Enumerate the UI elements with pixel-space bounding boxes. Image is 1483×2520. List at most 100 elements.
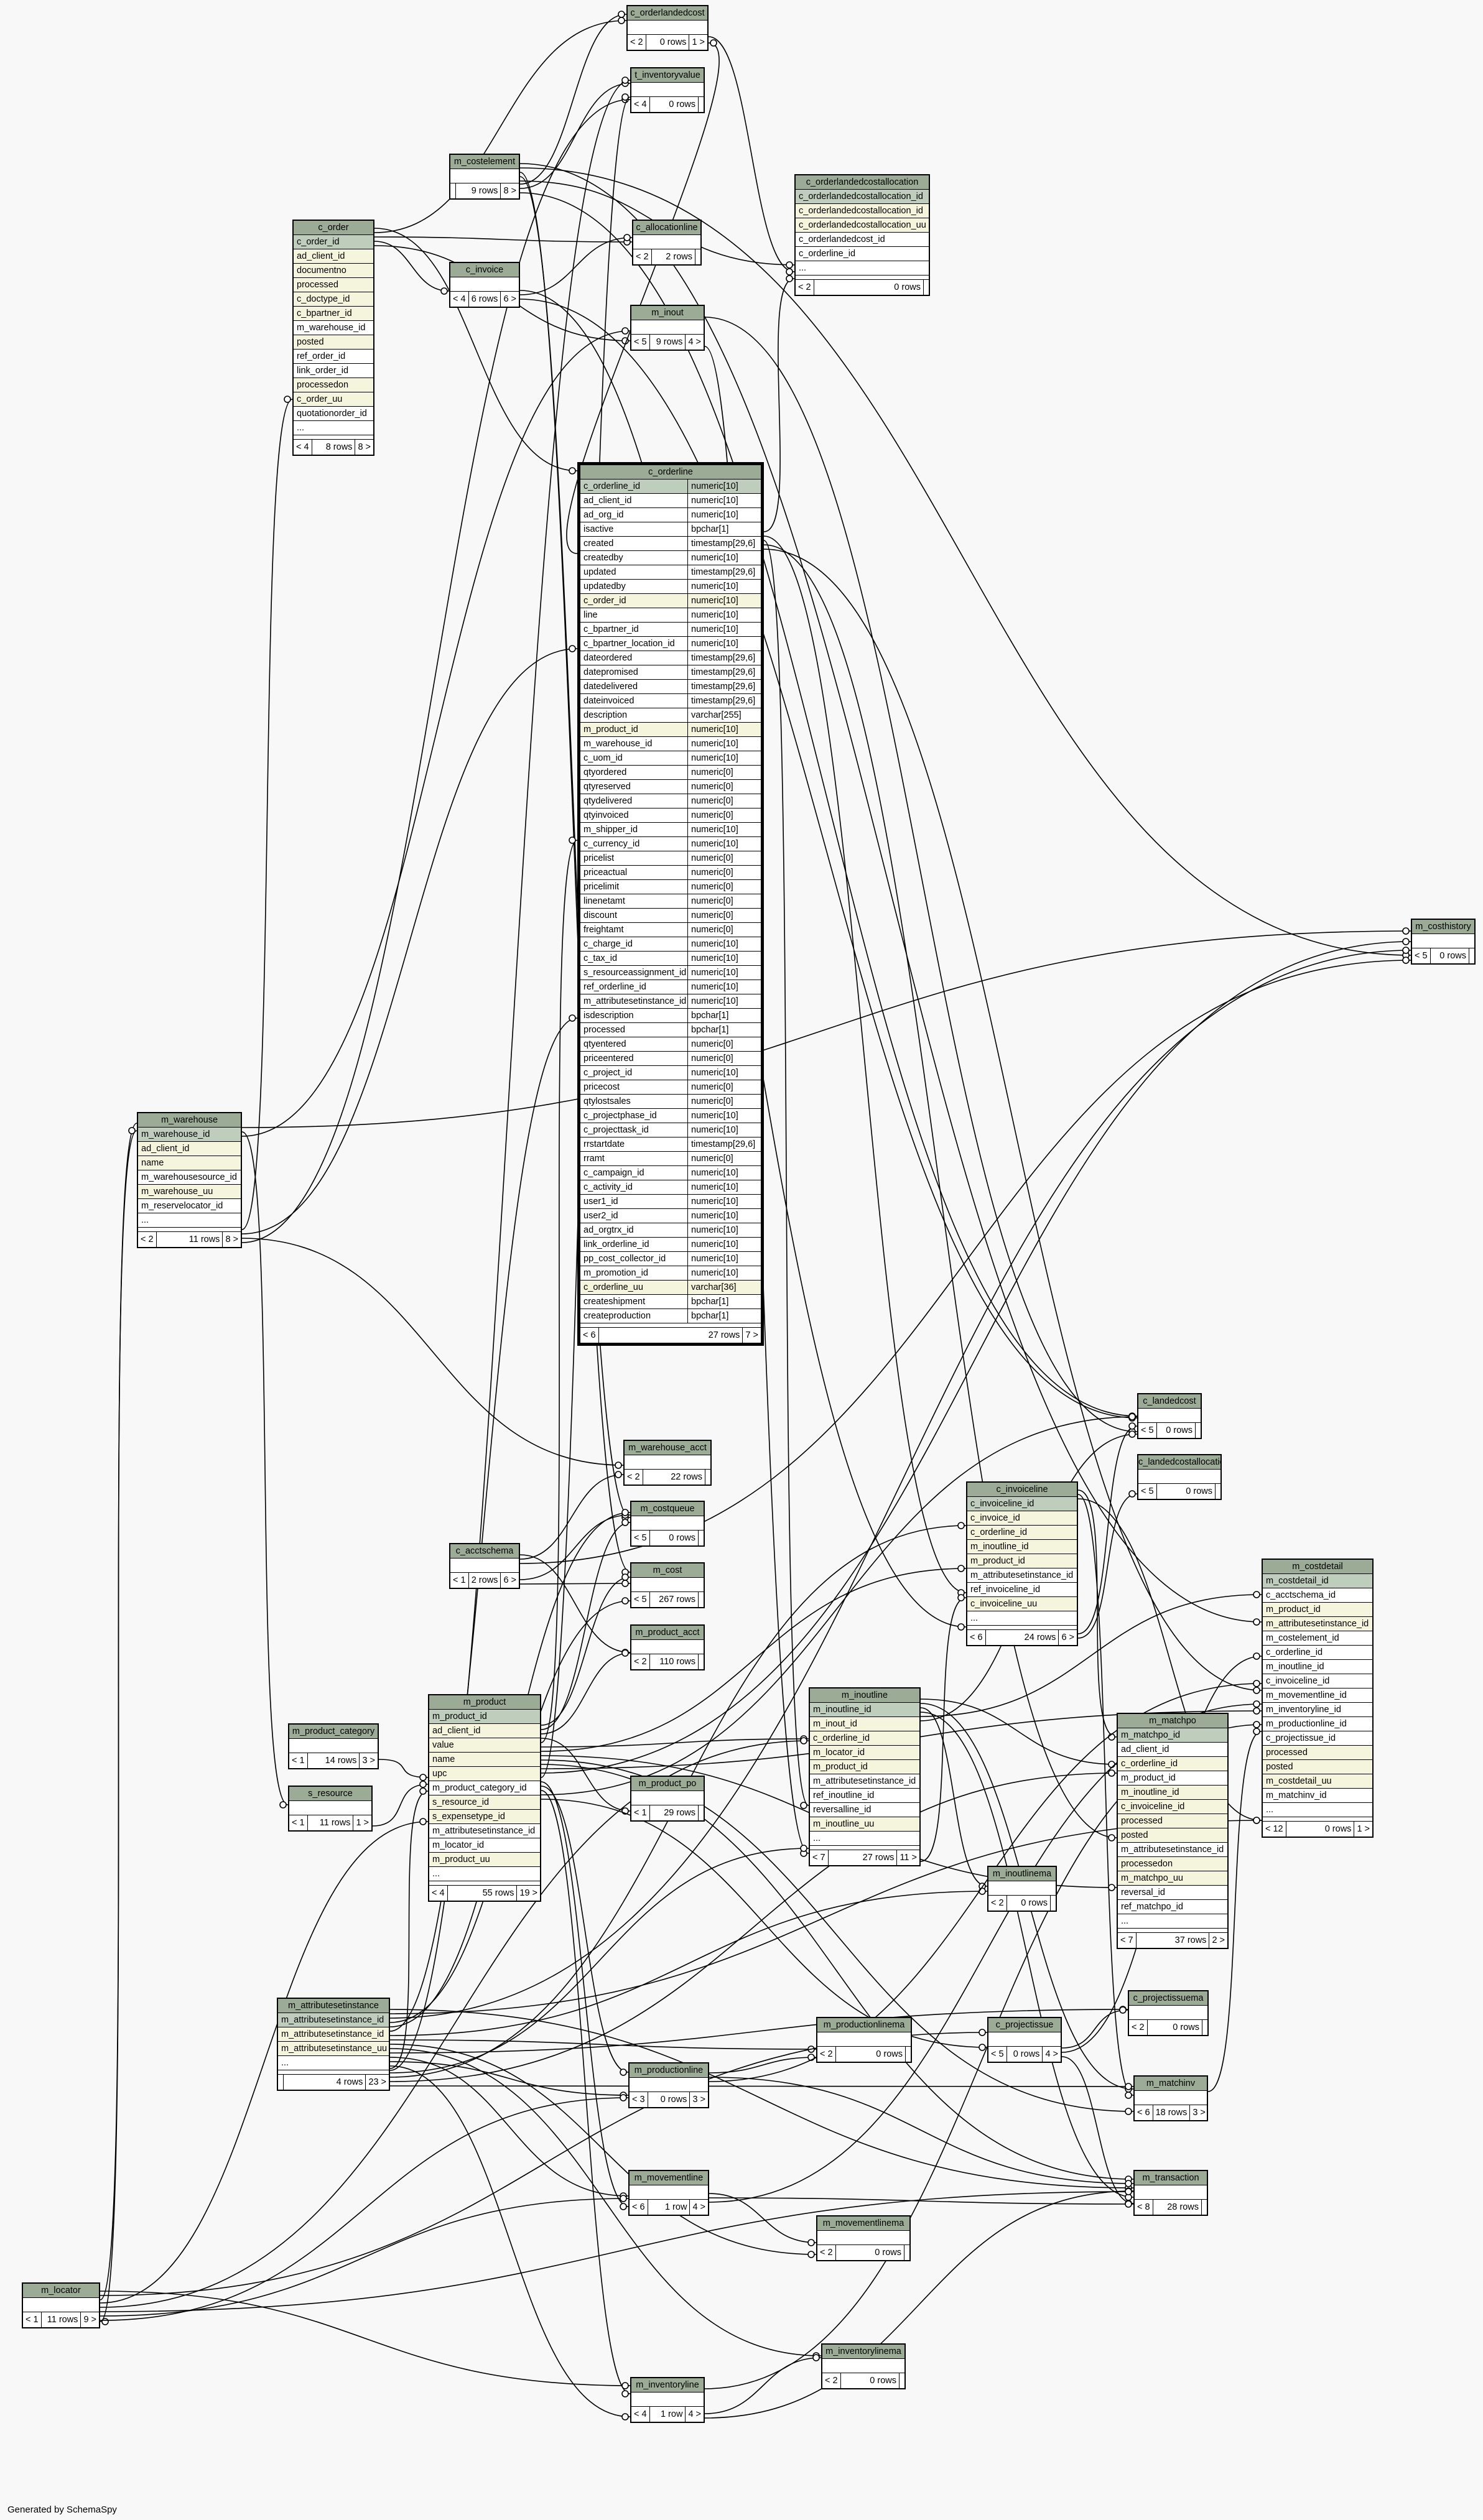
parent-count[interactable]: < 2 — [796, 280, 814, 295]
child-count[interactable] — [699, 1805, 704, 1820]
child-count[interactable] — [1051, 1896, 1056, 1911]
parent-count[interactable]: < 2 — [817, 2047, 836, 2062]
parent-count[interactable]: < 2 — [1129, 2020, 1148, 2035]
child-count[interactable] — [1196, 1423, 1201, 1438]
parent-count[interactable]: < 5 — [1412, 948, 1431, 963]
child-count[interactable]: 9 > — [83, 2315, 96, 2325]
child-count[interactable]: 11 > — [900, 1853, 917, 1863]
parent-count[interactable] — [278, 2075, 284, 2090]
parent-count[interactable]: < 3 — [630, 2092, 648, 2107]
child-count[interactable] — [705, 1470, 710, 1485]
child-count[interactable]: 1 > — [356, 1818, 369, 1828]
child-count[interactable]: 6 > — [503, 294, 516, 304]
parent-count[interactable]: < 4 — [631, 97, 650, 112]
parent-count[interactable]: < 7 — [810, 1850, 829, 1865]
parent-count[interactable]: < 1 — [289, 1753, 308, 1768]
child-count[interactable] — [699, 1592, 704, 1607]
parent-count[interactable]: < 8 — [1135, 2200, 1153, 2215]
parent-count[interactable]: < 4 — [450, 292, 469, 307]
parent-count[interactable]: < 2 — [625, 1470, 643, 1485]
parent-count[interactable] — [450, 183, 456, 198]
child-count[interactable]: 23 > — [368, 2077, 386, 2087]
child-count[interactable]: 4 > — [688, 337, 701, 347]
child-count[interactable] — [1202, 2020, 1207, 2035]
parent-count[interactable]: < 6 — [967, 1630, 986, 1645]
parent-count[interactable]: < 5 — [631, 1592, 650, 1607]
parent-count[interactable]: < 5 — [1138, 1484, 1157, 1499]
parent-count[interactable]: < 2 — [138, 1232, 157, 1247]
child-count[interactable]: 1 > — [1357, 1824, 1370, 1834]
parent-count[interactable]: < 4 — [429, 1886, 448, 1901]
child-count[interactable]: 4 > — [692, 2202, 705, 2212]
child-count[interactable]: 19 > — [519, 1888, 537, 1898]
child-count[interactable] — [1202, 2200, 1207, 2215]
child-count[interactable] — [1216, 1484, 1220, 1499]
table-c_landedcostallocation[interactable]: c_landedcostallocation< 50 rows — [1137, 1454, 1222, 1500]
child-count[interactable]: 8 > — [503, 186, 516, 196]
child-count[interactable]: 3 > — [1192, 2108, 1206, 2118]
parent-count[interactable]: < 2 — [633, 249, 652, 264]
parent-count[interactable]: < 1 — [23, 2312, 42, 2327]
child-count[interactable]: 4 > — [688, 2409, 701, 2419]
child-count[interactable] — [699, 1531, 704, 1545]
child-count[interactable] — [924, 280, 929, 295]
parent-count[interactable]: < 2 — [822, 2373, 841, 2388]
child-count[interactable] — [699, 97, 704, 112]
parent-count[interactable]: < 6 — [630, 2200, 648, 2215]
child-count[interactable] — [695, 249, 700, 264]
parent-count[interactable]: < 7 — [1118, 1933, 1137, 1948]
parent-count[interactable]: < 4 — [294, 440, 312, 455]
parent-count[interactable]: < 2 — [628, 35, 646, 50]
child-count[interactable]: 1 > — [692, 37, 705, 47]
parent-count[interactable]: < 1 — [289, 1815, 308, 1830]
child-count[interactable] — [699, 1654, 704, 1669]
parent-count[interactable]: < 2 — [631, 1654, 650, 1669]
child-count[interactable]: 8 > — [358, 442, 371, 452]
child-count[interactable]: 4 > — [1045, 2049, 1058, 2059]
parent-count[interactable]: < 5 — [631, 335, 650, 350]
parent-count[interactable]: < 2 — [988, 1896, 1007, 1911]
child-count[interactable]: 8 > — [225, 1235, 238, 1244]
parent-count[interactable]: < 1 — [450, 1573, 469, 1588]
parent-count[interactable]: < 6 — [1135, 2105, 1153, 2120]
child-count[interactable]: 3 > — [362, 1756, 375, 1766]
child-count[interactable] — [904, 2245, 909, 2260]
parent-count[interactable]: < 1 — [631, 1805, 650, 1820]
child-count[interactable]: 3 > — [692, 2095, 705, 2105]
child-count[interactable] — [900, 2373, 904, 2388]
